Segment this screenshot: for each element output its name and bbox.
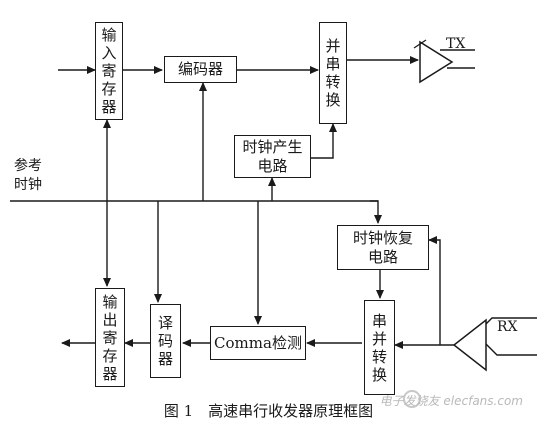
- decoder-label: 译码器: [157, 314, 173, 368]
- encoder-block: 编码器: [164, 56, 237, 83]
- tx-label: TX: [446, 36, 466, 52]
- wire-rx-to-clkrec: [428, 236, 441, 345]
- figure-caption: 图 1 高速串行收发器原理框图: [163, 402, 374, 420]
- output-register-block: 输出寄存器: [95, 288, 125, 387]
- input-register-block: 输入寄存器: [95, 22, 123, 120]
- input-register-label: 输入寄存器: [101, 26, 117, 116]
- wire-clkgen-to-ps: [311, 123, 337, 159]
- tx-buffer: [413, 39, 454, 84]
- rx-label: RX: [497, 319, 518, 335]
- serial-to-parallel-block: 串并转换: [364, 300, 395, 395]
- rx-buffer: [452, 318, 487, 372]
- serial-to-parallel-label: 串并转换: [371, 311, 387, 384]
- clock-recovery-block: 时钟恢复 电路: [337, 225, 429, 270]
- watermark: 电子发烧友 elecfans.com: [379, 394, 523, 408]
- comma-detect-block: Comma检测: [210, 326, 306, 360]
- decoder-block: 译码器: [150, 304, 181, 378]
- comma-detect-label: Comma检测: [214, 333, 302, 352]
- parallel-to-serial-label: 并串转换: [325, 37, 341, 109]
- parallel-to-serial-block: 并串转换: [319, 22, 347, 124]
- clock-gen-label: 时钟产生 电路: [242, 137, 303, 175]
- clock-recovery-label: 时钟恢复 电路: [352, 228, 413, 266]
- wire-clk-to-clkrec: [370, 200, 382, 224]
- output-register-label: 输出寄存器: [102, 292, 118, 383]
- clock-gen-block: 时钟产生 电路: [234, 135, 311, 178]
- watermark-logo-icon: [403, 390, 421, 408]
- ref-clock-label: 参考 时钟: [14, 158, 42, 193]
- encoder-label: 编码器: [177, 60, 223, 78]
- wire-rx-in-n: [483, 341, 537, 356]
